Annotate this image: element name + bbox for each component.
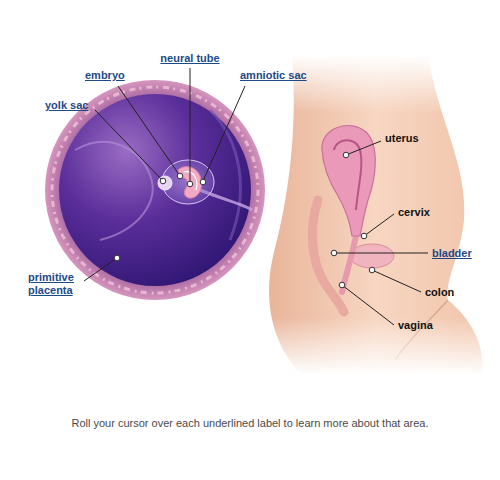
label-text: bladder [432,247,472,260]
leader-line [203,86,245,181]
placenta-texture [52,87,258,293]
label-text: embryo [85,69,125,82]
groin-crease [395,300,448,360]
label-text: amniotic sac [240,69,307,82]
leader-dot [339,282,345,288]
leader-line [346,141,381,155]
leader-line [118,86,180,176]
cavity-fold [210,110,240,240]
leader-line [372,270,421,292]
leader-dot [160,178,166,184]
leader-dots [114,152,375,288]
leader-dot [369,267,375,273]
label-text: neural tube [160,52,219,65]
leader-dot [177,173,183,179]
leader-dot [114,255,120,261]
womb-cavity [59,94,251,286]
body-figure [269,55,483,375]
label-text: vagina [398,319,433,332]
womb-inset [45,80,265,300]
colon-shape [312,200,344,312]
leader-dot [187,181,193,187]
leader-line [84,258,117,281]
bladder-shape [350,244,394,268]
leader-line [342,285,394,325]
label-text: yolk sac [45,99,88,112]
label-text: colon [425,286,454,299]
caption-text: Roll your cursor over each underlined la… [0,416,500,430]
leader-dot [361,233,367,239]
leader-dot [331,250,337,256]
leader-line [364,214,394,236]
cavity-fold [75,142,153,240]
leader-dot [343,152,349,158]
label-text: uterus [385,132,419,145]
leader-lines [84,68,428,325]
body-outline [269,55,483,375]
leader-line [190,68,191,182]
womb-ring [45,80,265,300]
uterus-shape [322,126,375,236]
leader-line [334,253,428,254]
leader-dot [200,179,206,185]
label-text: primitive placenta [28,271,84,297]
label-text: cervix [398,206,430,219]
leader-line [95,110,163,181]
